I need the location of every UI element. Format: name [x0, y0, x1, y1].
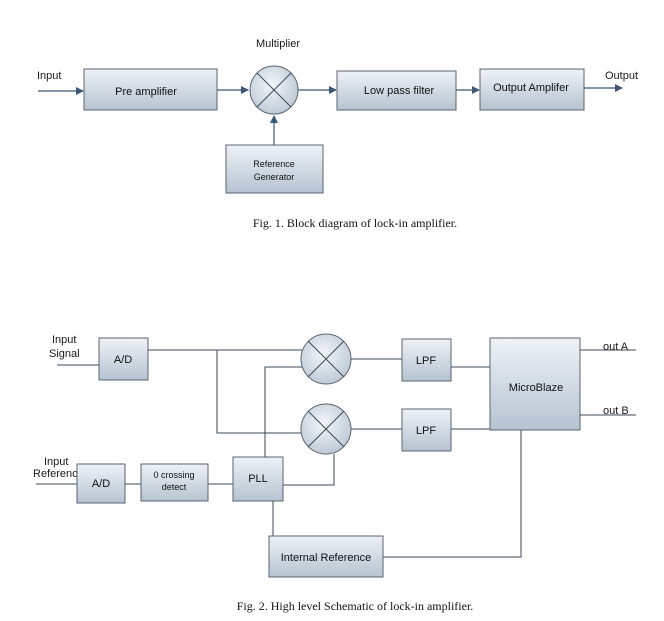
output-amplifier-label: Output Amplifer — [493, 82, 569, 94]
ad-signal-label: A/D — [114, 354, 132, 366]
lpf-top-block — [401, 338, 452, 382]
multiplier-label: Multiplier — [256, 38, 300, 50]
input-reference-label-1: Input — [44, 456, 68, 468]
input-signal-label-1: Input — [52, 334, 76, 346]
output-amplifier-block — [479, 68, 585, 111]
ad-reference-label: A/D — [92, 478, 110, 490]
lpf-bottom-block — [401, 408, 452, 452]
lpf-top-label: LPF — [416, 355, 436, 367]
lpf-bottom-label: LPF — [416, 425, 436, 437]
figure-2-caption: Fig. 2. High level Schematic of lock-in … — [237, 599, 474, 613]
zero-crossing-label-1: 0 crossing — [153, 470, 194, 480]
multiplier-cross-2 — [256, 72, 292, 108]
internal-reference-label: Internal Reference — [281, 552, 372, 564]
zero-crossing-label-2: detect — [162, 482, 187, 492]
low-pass-filter-block — [336, 70, 457, 111]
input-signal-label-2: Signal — [49, 348, 80, 360]
low-pass-filter-label: Low pass filter — [364, 85, 435, 97]
pll-to-mixer-bottom-wire — [283, 454, 335, 486]
figure-1-caption: Fig. 1. Block diagram of lock-in amplifi… — [253, 216, 457, 230]
reference-generator-block — [225, 144, 324, 194]
pll-label: PLL — [248, 473, 268, 485]
figure-1: Input Pre amplifier Multiplier Low pass … — [37, 38, 638, 230]
pll-block — [232, 456, 284, 502]
internal-reference-to-microblaze-wire — [383, 430, 522, 558]
microblaze-label: MicroBlaze — [509, 382, 563, 394]
out-b-label: out B — [603, 405, 629, 417]
ad-signal-block — [98, 337, 149, 381]
microblaze-block — [489, 337, 581, 431]
mixer-bottom-cross-2 — [307, 410, 345, 448]
out-a-label: out A — [603, 341, 629, 353]
pre-amplifier-label: Pre amplifier — [115, 86, 177, 98]
zero-crossing-block — [140, 463, 209, 502]
internal-reference-block — [268, 535, 384, 578]
reference-generator-label-2: Generator — [254, 172, 295, 182]
figure-2: Input Signal A/D LPF LPF MicroBlaze out … — [33, 333, 636, 613]
reference-generator-label-1: Reference — [253, 159, 295, 169]
input-label: Input — [37, 70, 61, 82]
input-reference-label-2: Reference — [33, 468, 84, 480]
ad-reference-block — [76, 463, 126, 504]
output-label: Output — [605, 70, 638, 82]
pll-to-mixer-top-wire — [264, 366, 302, 457]
mixer-top-cross-2 — [307, 340, 345, 378]
ad-to-mixer-bottom-wire — [216, 350, 302, 434]
